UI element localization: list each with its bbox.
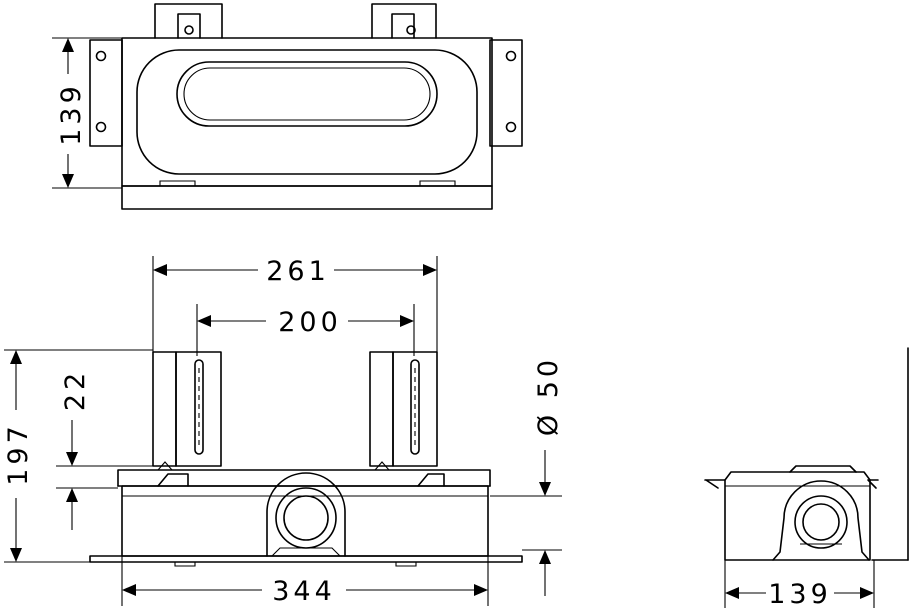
front-view xyxy=(89,351,523,567)
dimension-side-139: 139 xyxy=(724,560,875,610)
dimension-front-261: 261 xyxy=(152,254,438,352)
front-pillar-left xyxy=(152,351,222,467)
dimension-front-344: 344 xyxy=(121,556,489,607)
side-box xyxy=(724,471,871,561)
front-outlet-bore xyxy=(283,495,329,541)
side-outlet-housing xyxy=(772,480,870,561)
side-outlet-ring xyxy=(794,495,848,549)
top-mounting-tab-right xyxy=(371,3,437,39)
dimension-top-depth: 139 xyxy=(52,37,122,189)
side-outlet-bore xyxy=(802,503,840,541)
side-view xyxy=(704,347,909,561)
top-side-bracket-left xyxy=(89,39,123,147)
dim-261-label: 261 xyxy=(266,256,330,287)
top-housing xyxy=(121,37,493,187)
top-view xyxy=(89,3,523,210)
dim-22-label: 22 xyxy=(60,369,91,411)
dimension-front-22: 22 xyxy=(56,369,153,530)
top-window-outer xyxy=(176,61,438,127)
top-recess xyxy=(136,49,478,175)
dim-197-label: 197 xyxy=(3,422,34,486)
top-housing-base xyxy=(121,185,493,210)
dim-side-139-label: 139 xyxy=(768,579,832,610)
front-outlet-ring xyxy=(275,487,337,549)
front-pillar-right xyxy=(369,351,438,467)
dim-344-label: 344 xyxy=(272,576,336,607)
dim-diameter-label: Ø 50 xyxy=(533,356,564,436)
front-outlet-arch xyxy=(266,472,346,557)
top-window-inner xyxy=(183,67,431,121)
dimension-front-200: 200 xyxy=(196,304,415,356)
top-mounting-tab-left xyxy=(154,3,223,39)
top-side-bracket-right xyxy=(489,39,523,147)
dimension-front-197: 197 xyxy=(2,349,153,563)
dimension-outlet-diameter: Ø 50 xyxy=(490,356,564,596)
dim-top-depth-label: 139 xyxy=(56,82,87,146)
dim-200-label: 200 xyxy=(278,307,342,338)
front-base-plate xyxy=(89,555,523,563)
